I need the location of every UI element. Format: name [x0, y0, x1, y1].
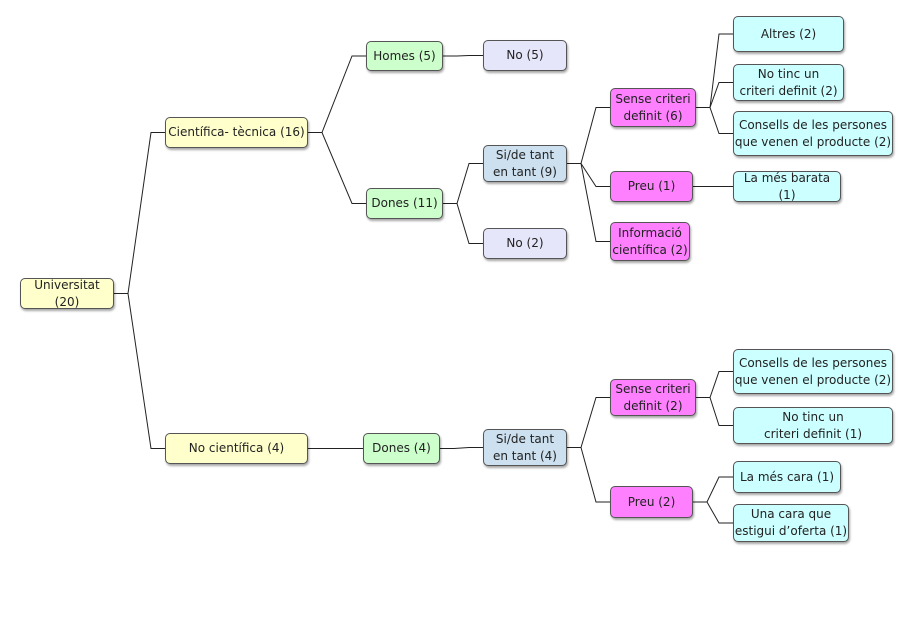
edge-n-si4-n-sense2 — [567, 397, 610, 448]
node-dones-a-no: No (2) — [483, 228, 567, 259]
edge-n-dones11-n-no2 — [443, 203, 483, 244]
node-cientifica-tecnica: Científica- tècnica (16) — [165, 117, 308, 148]
node-la-mes-cara: La més cara (1) — [733, 461, 841, 493]
node-informacio-cientifica: Informació científica (2) — [610, 222, 690, 261]
node-preu-b: Preu (2) — [610, 486, 693, 518]
edge-n-root-n-nc — [114, 293, 165, 449]
edge-n-sense6-n-consells2a — [696, 107, 733, 134]
edge-n-root-n-ct — [114, 132, 165, 294]
edge-n-ct-n-homes — [308, 55, 366, 133]
node-dones-b: Dones (4) — [363, 433, 440, 464]
edge-n-preu2-n-cara — [693, 476, 733, 503]
node-no-cientifica: No científica (4) — [165, 433, 308, 464]
edge-n-preu2-n-oferta — [693, 501, 733, 524]
node-no-tinc-criteri-a: No tinc un criteri definit (2) — [733, 64, 844, 101]
node-no-tinc-criteri-b: No tinc un criteri definit (1) — [733, 407, 893, 444]
edge-n-sense6-n-notinc2 — [696, 82, 733, 108]
node-dones-a-si: Si/de tant en tant (9) — [483, 145, 567, 182]
node-dones-a: Dones (11) — [366, 188, 443, 219]
edge-n-si9-n-preu1 — [567, 163, 610, 187]
edge-n-sense2-n-consells2b — [696, 371, 733, 398]
node-preu-a: Preu (1) — [610, 171, 693, 202]
node-cara-oferta: Una cara que estigui d’oferta (1) — [733, 504, 849, 542]
edge-n-homes-n-no5 — [443, 55, 483, 57]
node-altres: Altres (2) — [733, 16, 844, 52]
node-consells-a: Consells de les persones que venen el pr… — [733, 111, 893, 156]
edge-n-dones11-n-si9 — [443, 163, 483, 204]
node-homes-no: No (5) — [483, 40, 567, 71]
node-la-mes-barata: La més barata (1) — [733, 171, 841, 202]
edge-n-si9-n-info — [567, 163, 610, 242]
edge-n-dones4-n-si4 — [440, 447, 483, 449]
node-homes: Homes (5) — [366, 41, 443, 71]
node-consells-b: Consells de les persones que venen el pr… — [733, 349, 893, 394]
node-sense-criteri-b: Sense criteri definit (2) — [610, 379, 696, 416]
node-dones-b-si: Si/de tant en tant (4) — [483, 429, 567, 466]
edge-n-sense2-n-notinc1 — [696, 397, 733, 426]
edge-n-si9-n-sense6 — [567, 107, 610, 164]
edge-n-si4-n-preu2 — [567, 447, 610, 503]
node-universitat: Universitat (20) — [20, 278, 114, 309]
node-sense-criteri-a: Sense criteri definit (6) — [610, 88, 696, 127]
edge-n-ct-n-dones11 — [308, 132, 366, 204]
